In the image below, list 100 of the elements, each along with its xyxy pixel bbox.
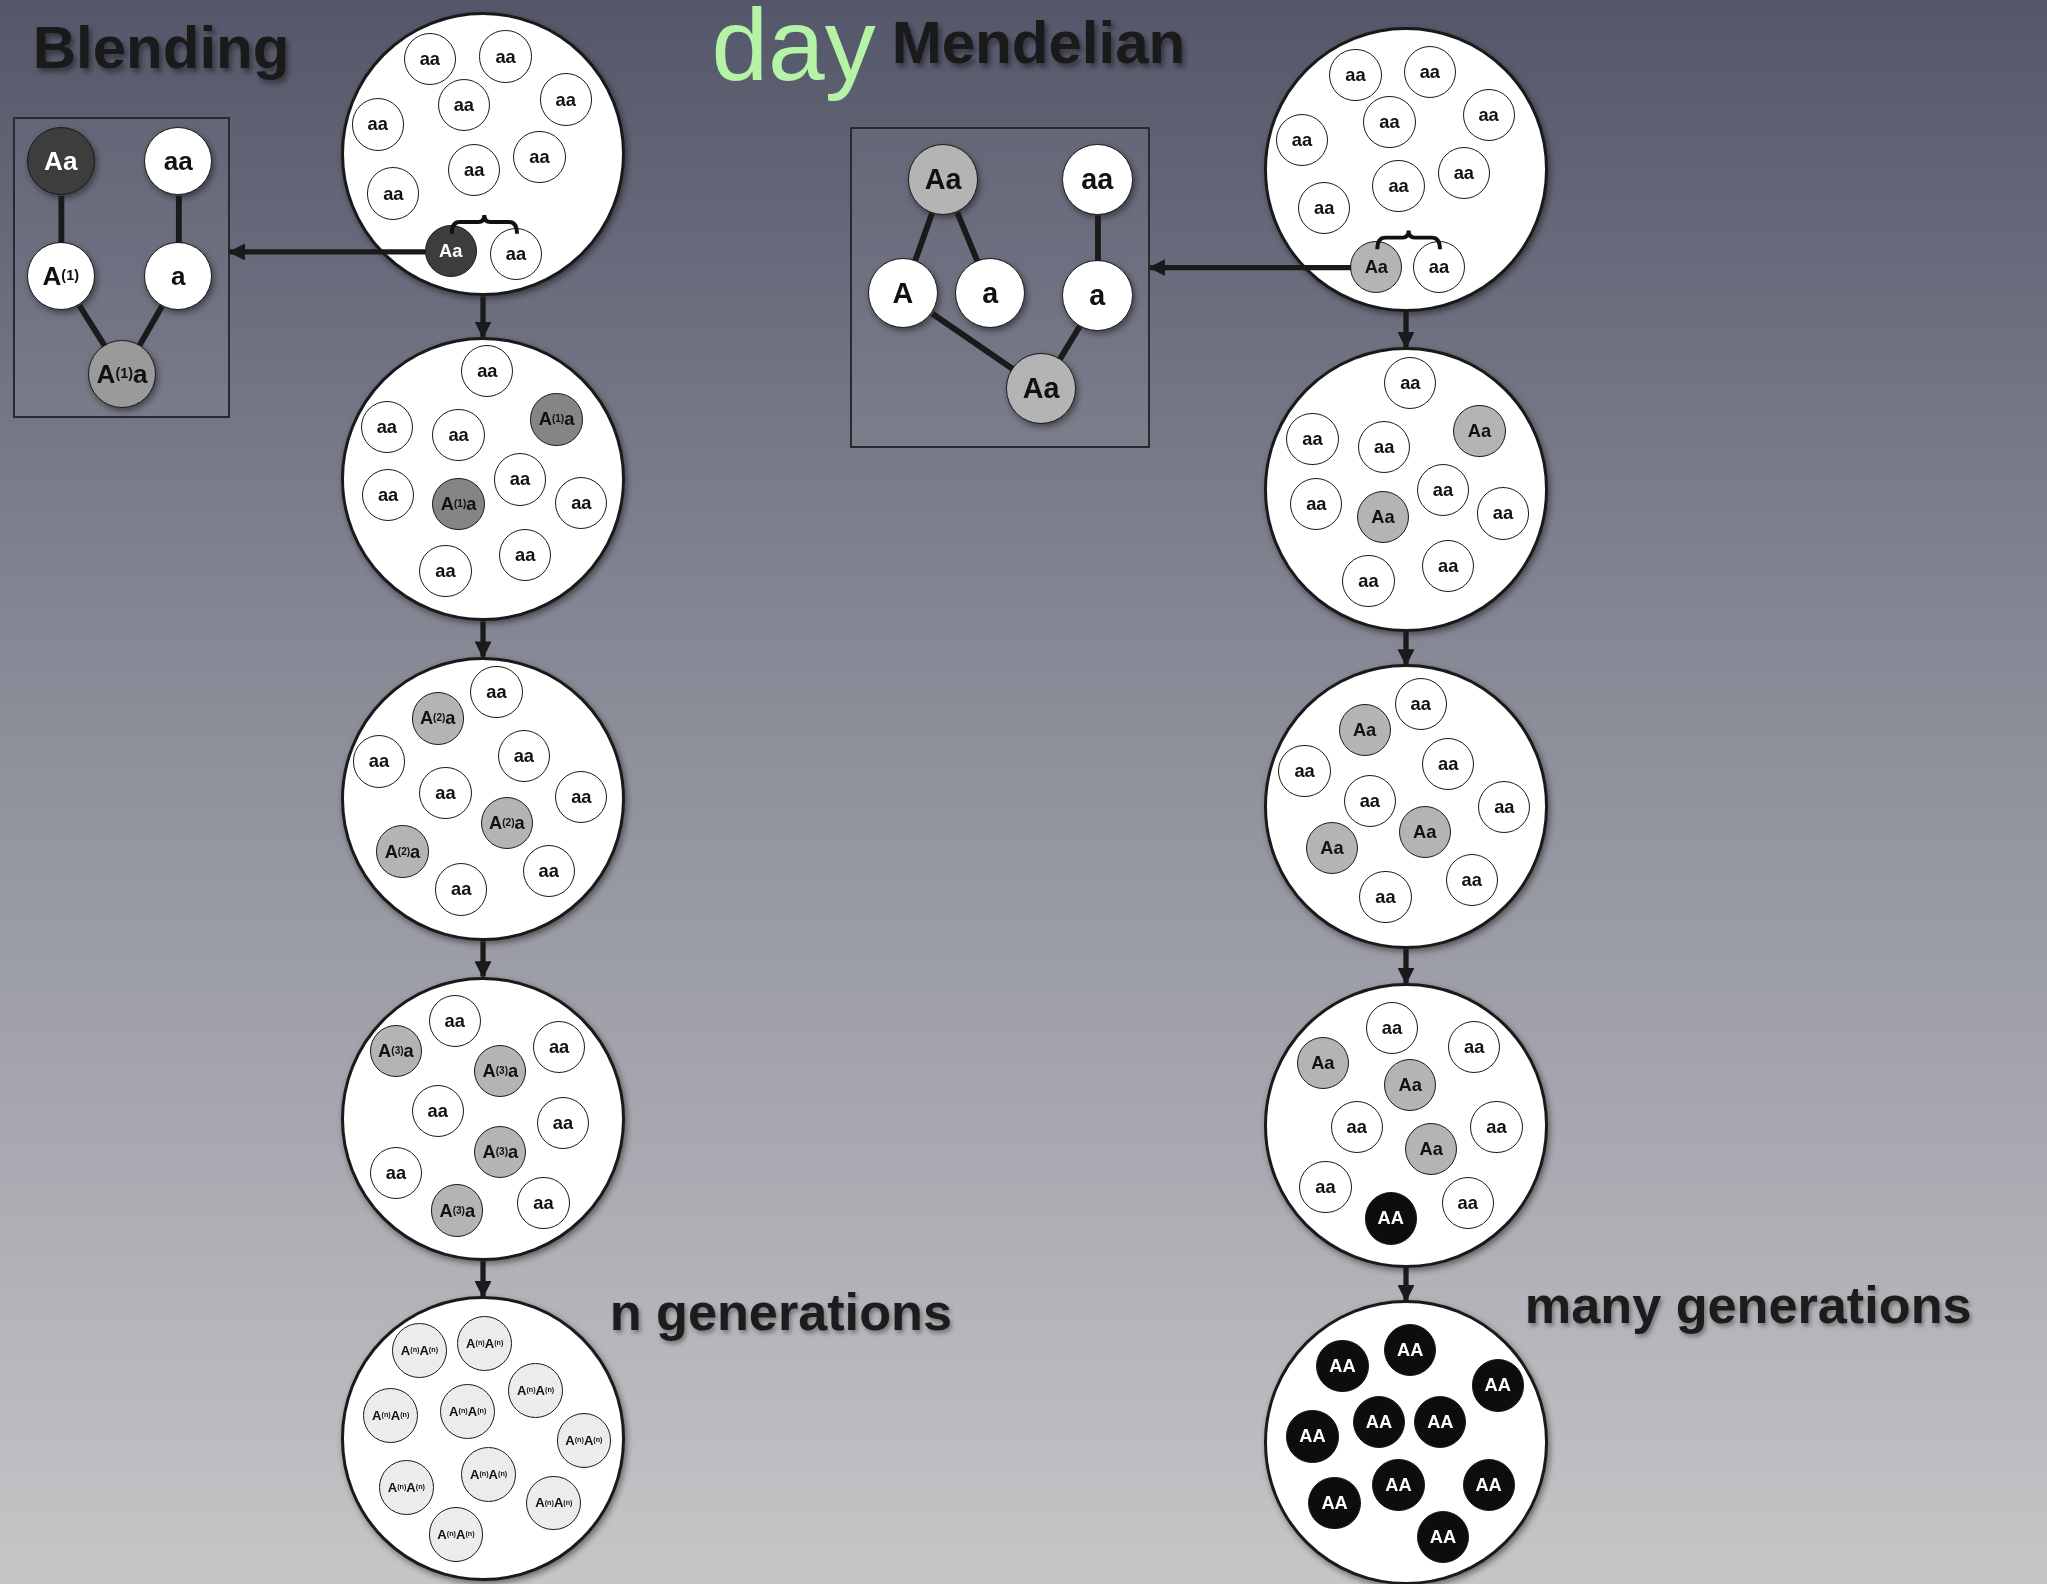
genotype-circle: A$^{(n)}$A$^{(n)}$ [457,1316,513,1372]
genotype-circle: aa [1445,854,1498,907]
genotype-circle: Aa [424,224,477,278]
genotype-circle: aa [1298,181,1351,235]
genotype-circle: aa [419,544,472,597]
genotype-circle: aa [1275,113,1329,167]
genotype-circle: Aa [1405,1123,1458,1176]
genotype-circle: aa [513,130,566,184]
genotype-circle: aa [539,73,592,126]
genotype-circle: a [1062,260,1133,331]
genotype-circle: aa [533,1021,586,1074]
genotype-circle: aa [555,476,608,530]
genotype-circle: aa [369,1146,423,1199]
genotype-circle: aa [1422,737,1475,791]
pedigree-box [849,126,1151,448]
connector-line [954,211,981,263]
arrow [474,621,492,659]
genotype-circle: aa [517,1176,570,1229]
caption-text: n generations [609,1285,952,1339]
genotype-circle: aa [1363,95,1416,148]
genotype-circle: aa [448,143,501,197]
genotype-circle: A$^{(n)}$A$^{(n)}$ [526,1475,582,1531]
genotype-circle: aa [367,167,420,220]
genotype-circle: A$^{(3)}$a [474,1044,527,1097]
connector-line [912,212,935,262]
genotype-circle: AA [1286,1410,1339,1463]
genotype-circle: aa [479,30,532,83]
genotype-circle: AA [1414,1395,1467,1449]
genotype-circle: aa [1478,781,1531,834]
genotype-circle: aa [411,1085,464,1138]
genotype-circle: aa [461,345,514,398]
genotype-circle: A$^{(1)}$a [88,340,156,408]
genotype-circle: aa [1416,463,1470,517]
connector-line [930,311,1015,372]
genotype-circle: aa [1441,1176,1494,1229]
genotype-circle: aa [1384,356,1437,409]
genotype-circle: Aa [26,127,95,196]
genotype-circle: AA [1308,1476,1361,1530]
arrow [1397,631,1415,667]
genotype-circle: Aa [1005,353,1077,424]
genotype-circle: Aa [908,144,979,215]
genotype-circle: aa [470,666,523,719]
genotype-circle: a [144,242,213,311]
genotype-circle: a [955,257,1026,329]
genotype-circle: aa [1372,159,1425,212]
genotype-circle: aa [360,401,413,454]
genotype-circle: A$^{(n)}$A$^{(n)}$ [508,1363,564,1419]
genotype-circle: aa [493,453,547,506]
genotype-circle: aa [437,78,490,131]
genotype-circle: A$^{(n)}$A$^{(n)}$ [363,1388,419,1443]
genotype-circle: aa [428,995,481,1048]
genotype-circle: A$^{(1)}$ [26,242,95,311]
genotype-circle: A$^{(3)}$a [474,1125,527,1178]
heading: Blending [32,18,290,79]
genotype-circle: aa [1365,1001,1419,1054]
genotype-circle: aa [522,845,575,898]
genotype-circle: A$^{(n)}$A$^{(n)}$ [556,1412,612,1468]
heading: Mendelian [891,13,1186,74]
genotype-circle: Aa [1350,240,1403,293]
genotype-circle: AA [1372,1458,1425,1511]
genotype-circle: aa [497,730,550,783]
genotype-circle: AA [1471,1359,1524,1412]
genotype-circle: aa [489,227,543,280]
genotype-circle: aa [1462,89,1515,142]
genotype-circle: A$^{(n)}$A$^{(n)}$ [378,1459,434,1515]
genotype-circle: A$^{(1)}$a [530,393,583,446]
genotype-circle: aa [1330,1100,1383,1154]
arrow [1397,1267,1415,1302]
genotype-circle: Aa [1296,1036,1349,1090]
genotype-circle: aa [352,735,406,788]
arrow [474,941,492,979]
genotype-circle: aa [499,529,552,582]
genotype-circle: aa [1422,539,1475,592]
genotype-circle: aa [555,770,608,823]
genotype-circle: aa [1342,555,1395,608]
genotype-circle: aa [1358,420,1411,473]
connector-line [1057,324,1083,361]
genotype-circle: aa [362,469,415,522]
genotype-circle: aa [419,766,472,819]
pedigree-box [13,117,230,418]
connector-line [58,195,65,243]
genotype-circle: Aa [1356,491,1409,544]
genotype-circle: AA [1364,1192,1417,1245]
genotype-circle: A$^{(3)}$a [369,1025,423,1078]
genotype-circle: A$^{(1)}$a [432,478,485,531]
genotype-circle: aa [1290,478,1343,531]
genotype-circle: aa [144,127,213,196]
arrow [1397,949,1415,985]
connector-line [76,303,108,348]
arrow [228,243,426,261]
genotype-circle: Aa [1384,1059,1437,1112]
arrow [1148,259,1352,277]
genotype-circle: AA [1384,1324,1437,1377]
genotype-circle: AA [1352,1395,1406,1449]
arrow [474,1261,492,1299]
genotype-circle: aa [536,1097,590,1150]
connector-line [175,195,182,243]
genotype-circle: aa [1394,677,1447,731]
genotype-circle: aa [1286,412,1339,466]
genotype-circle: Aa [1338,704,1391,757]
